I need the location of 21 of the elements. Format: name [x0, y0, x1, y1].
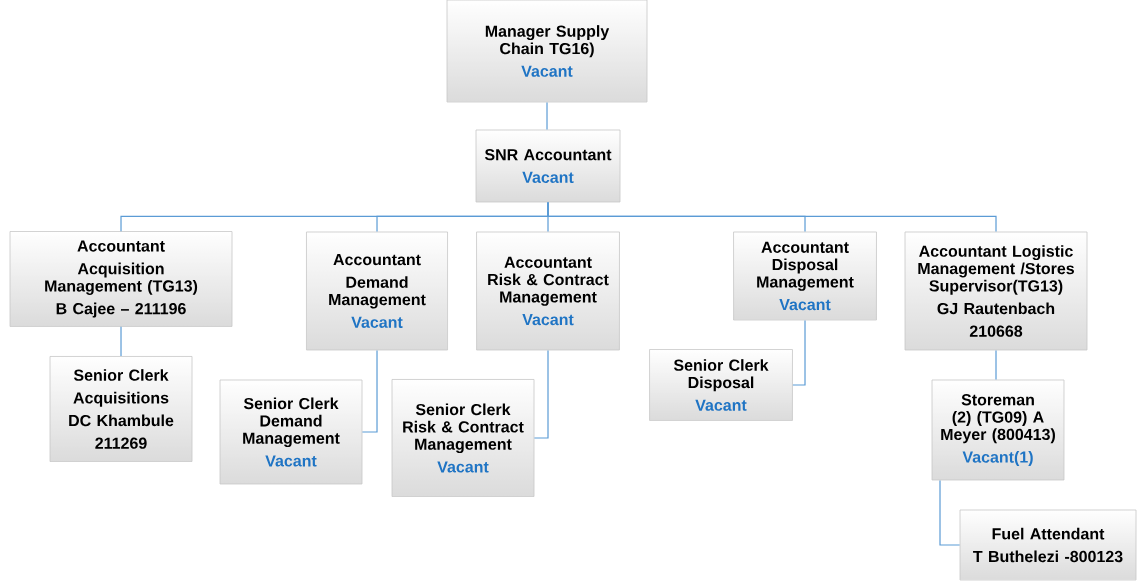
position-box: Storeman (2) (TG09) A Meyer (800413) Vacant(1): [931, 379, 1065, 481]
position-box: Accountant Demand Management Vacant: [306, 231, 448, 351]
connector-line: [939, 479, 961, 546]
position-box: Senior Clerk Demand Management Vacant: [219, 379, 363, 485]
position-box: Accountant Disposal Management Vacant: [733, 231, 877, 321]
connector-line: [533, 349, 549, 439]
connector-line: [120, 326, 122, 357]
connector-line: [361, 349, 378, 433]
connector-line: [547, 201, 997, 233]
position-box: Fuel Attendant T Buthelezi -800123: [959, 509, 1137, 581]
position-box: SNR Accountant Vacant: [475, 129, 621, 203]
position-box: Accountant Acquisition Management (TG13) B Cajee – 211196: [9, 231, 233, 327]
position-box: Manager Supply Chain TG16) Vacant: [446, 0, 648, 103]
connector-line: [546, 101, 548, 131]
connector-line: [995, 349, 997, 381]
position-box: Senior Clerk Disposal Vacant: [649, 349, 793, 421]
position-box: Senior Clerk Risk & Contract Management Vacant: [391, 379, 535, 497]
position-box: Senior Clerk Acquisitions DC Khambule 211269: [49, 356, 193, 462]
position-box: Accountant Logistic Management /Stores Supervisor(TG13) GJ Rautenbach 210668: [904, 231, 1088, 351]
connector-line: [792, 319, 806, 386]
position-box: Accountant Risk & Contract Management Vacant: [476, 231, 620, 351]
